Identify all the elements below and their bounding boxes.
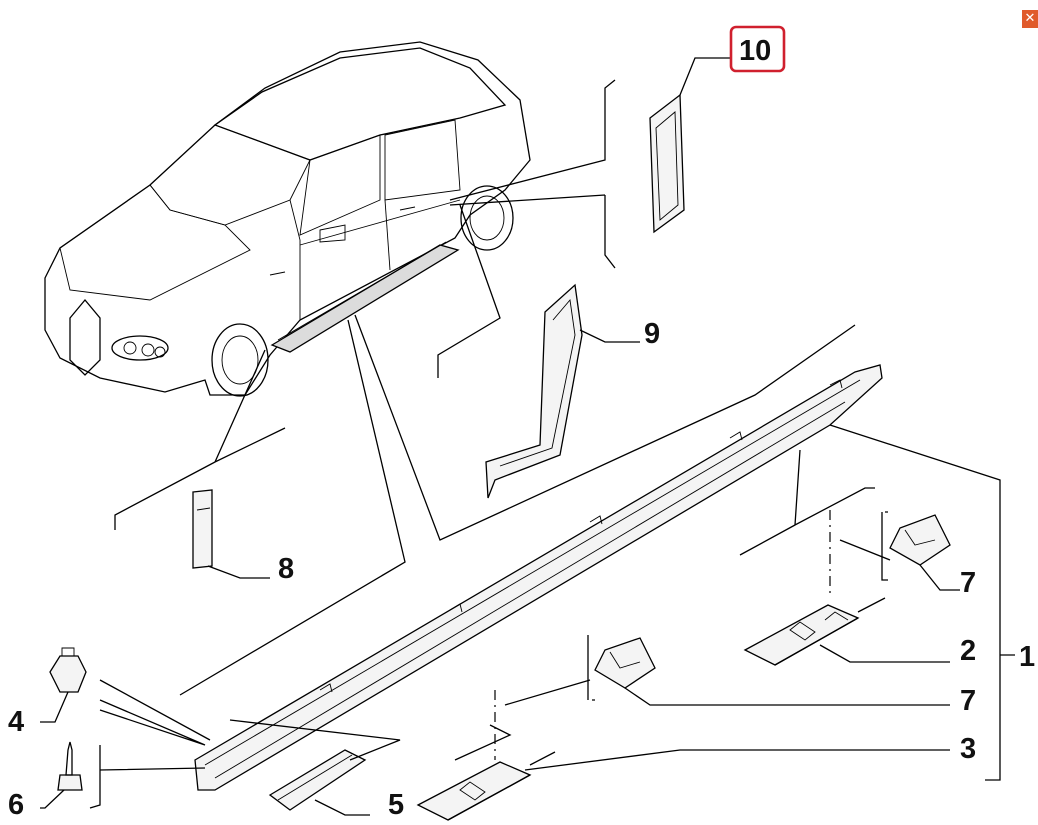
callout-7-lower: 7 — [960, 685, 976, 717]
part-4-clip — [40, 647, 211, 746]
part-2-bracket — [739, 449, 950, 666]
close-icon[interactable]: ✕ — [1022, 10, 1038, 28]
callout-3: 3 — [960, 733, 976, 765]
part-10-trim — [449, 57, 730, 269]
callout-1: 1 — [1019, 641, 1035, 673]
callout-8: 8 — [278, 553, 294, 585]
callout-9: 9 — [644, 318, 660, 350]
callout-labels: 1 2 3 4 5 6 7 7 8 9 — [8, 318, 1035, 821]
part-6-screw — [40, 741, 206, 809]
car-illustration — [44, 41, 531, 397]
callout-10-highlight[interactable]: 10 — [729, 25, 786, 73]
callout-4: 4 — [8, 706, 24, 738]
part-1-sill — [179, 314, 1015, 791]
part-9-trim — [437, 204, 640, 499]
part-5-strip — [229, 719, 401, 816]
part-3-bracket — [416, 690, 950, 821]
part-8-trim — [114, 349, 286, 579]
callout-7-upper: 7 — [960, 567, 976, 599]
callout-10: 10 — [739, 35, 771, 67]
highlight-box — [729, 25, 786, 73]
part-7-clip-upper — [839, 511, 960, 591]
callout-6: 6 — [8, 789, 24, 821]
callout-5: 5 — [388, 789, 404, 821]
callout-2: 2 — [960, 635, 976, 667]
part-7-clip-lower — [504, 635, 950, 706]
